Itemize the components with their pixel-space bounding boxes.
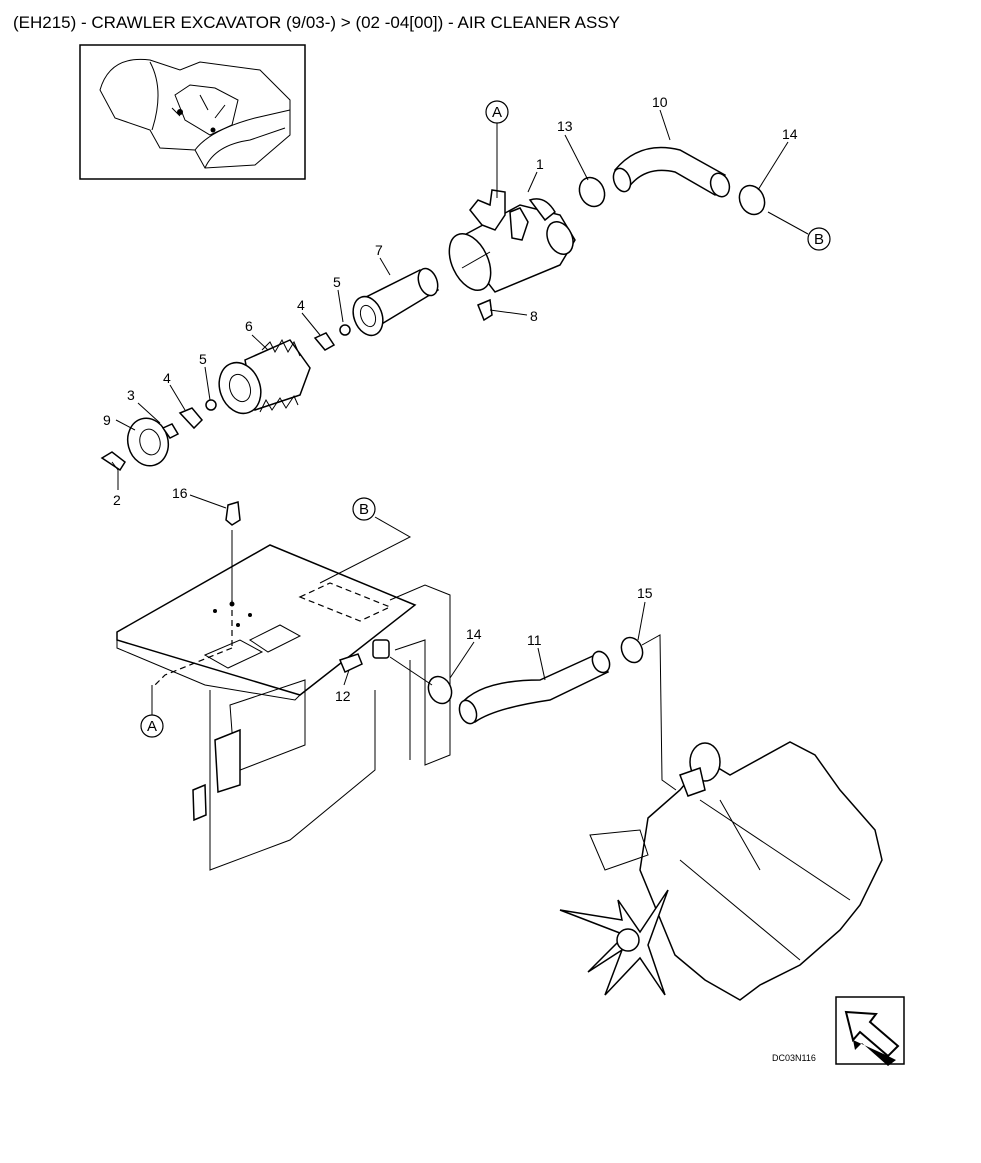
engine bbox=[559, 741, 883, 1001]
ref-mark-a-bottom: A bbox=[140, 714, 164, 738]
svg-text:A: A bbox=[147, 718, 157, 735]
callout-12: 12 bbox=[335, 688, 351, 704]
callout-4b: 4 bbox=[297, 297, 305, 313]
lower-hose bbox=[389, 634, 677, 791]
ref-mark-b-bottom: B bbox=[352, 497, 376, 521]
drawing-code: DC03N116 bbox=[772, 1053, 816, 1063]
svg-text:B: B bbox=[814, 231, 824, 248]
page-title: (EH215) - CRAWLER EXCAVATOR (9/03-) > (0… bbox=[13, 13, 620, 32]
machine-location-thumbnail[interactable] bbox=[79, 44, 306, 180]
callout-numbers: 1 2 3 4 4 5 5 6 7 8 9 10 11 12 13 14 14 … bbox=[103, 94, 798, 704]
callout-5b: 5 bbox=[333, 274, 341, 290]
upper-hose bbox=[578, 146, 766, 216]
next-page-arrow-icon[interactable] bbox=[835, 996, 905, 1066]
callout-9: 9 bbox=[103, 412, 111, 428]
callout-8: 8 bbox=[530, 308, 538, 324]
callout-2: 2 bbox=[113, 492, 121, 508]
callout-5: 5 bbox=[199, 351, 207, 367]
callout-10: 10 bbox=[652, 94, 668, 110]
callout-1: 1 bbox=[536, 156, 544, 172]
callout-11: 11 bbox=[527, 632, 542, 648]
svg-text:A: A bbox=[492, 104, 502, 121]
callout-3: 3 bbox=[127, 387, 135, 403]
callout-6: 6 bbox=[245, 318, 253, 334]
callout-16: 16 bbox=[172, 485, 188, 501]
outer-filter-element bbox=[218, 338, 311, 415]
reference-marks: A A B B bbox=[140, 100, 831, 738]
inner-filter-element bbox=[352, 267, 440, 337]
callout-4: 4 bbox=[163, 370, 171, 386]
callout-14b: 14 bbox=[466, 626, 482, 642]
leader-lines bbox=[111, 109, 809, 715]
shroud-assembly bbox=[116, 501, 451, 871]
callout-14: 14 bbox=[782, 126, 798, 142]
callout-7: 7 bbox=[375, 242, 383, 258]
svg-text:B: B bbox=[359, 501, 369, 518]
air-cleaner-body bbox=[448, 185, 576, 293]
callout-15: 15 bbox=[637, 585, 653, 601]
callout-13: 13 bbox=[557, 118, 573, 134]
ref-mark-b-top: B bbox=[807, 227, 831, 251]
ref-mark-a-top: A bbox=[485, 100, 509, 124]
small-parts bbox=[100, 298, 493, 472]
